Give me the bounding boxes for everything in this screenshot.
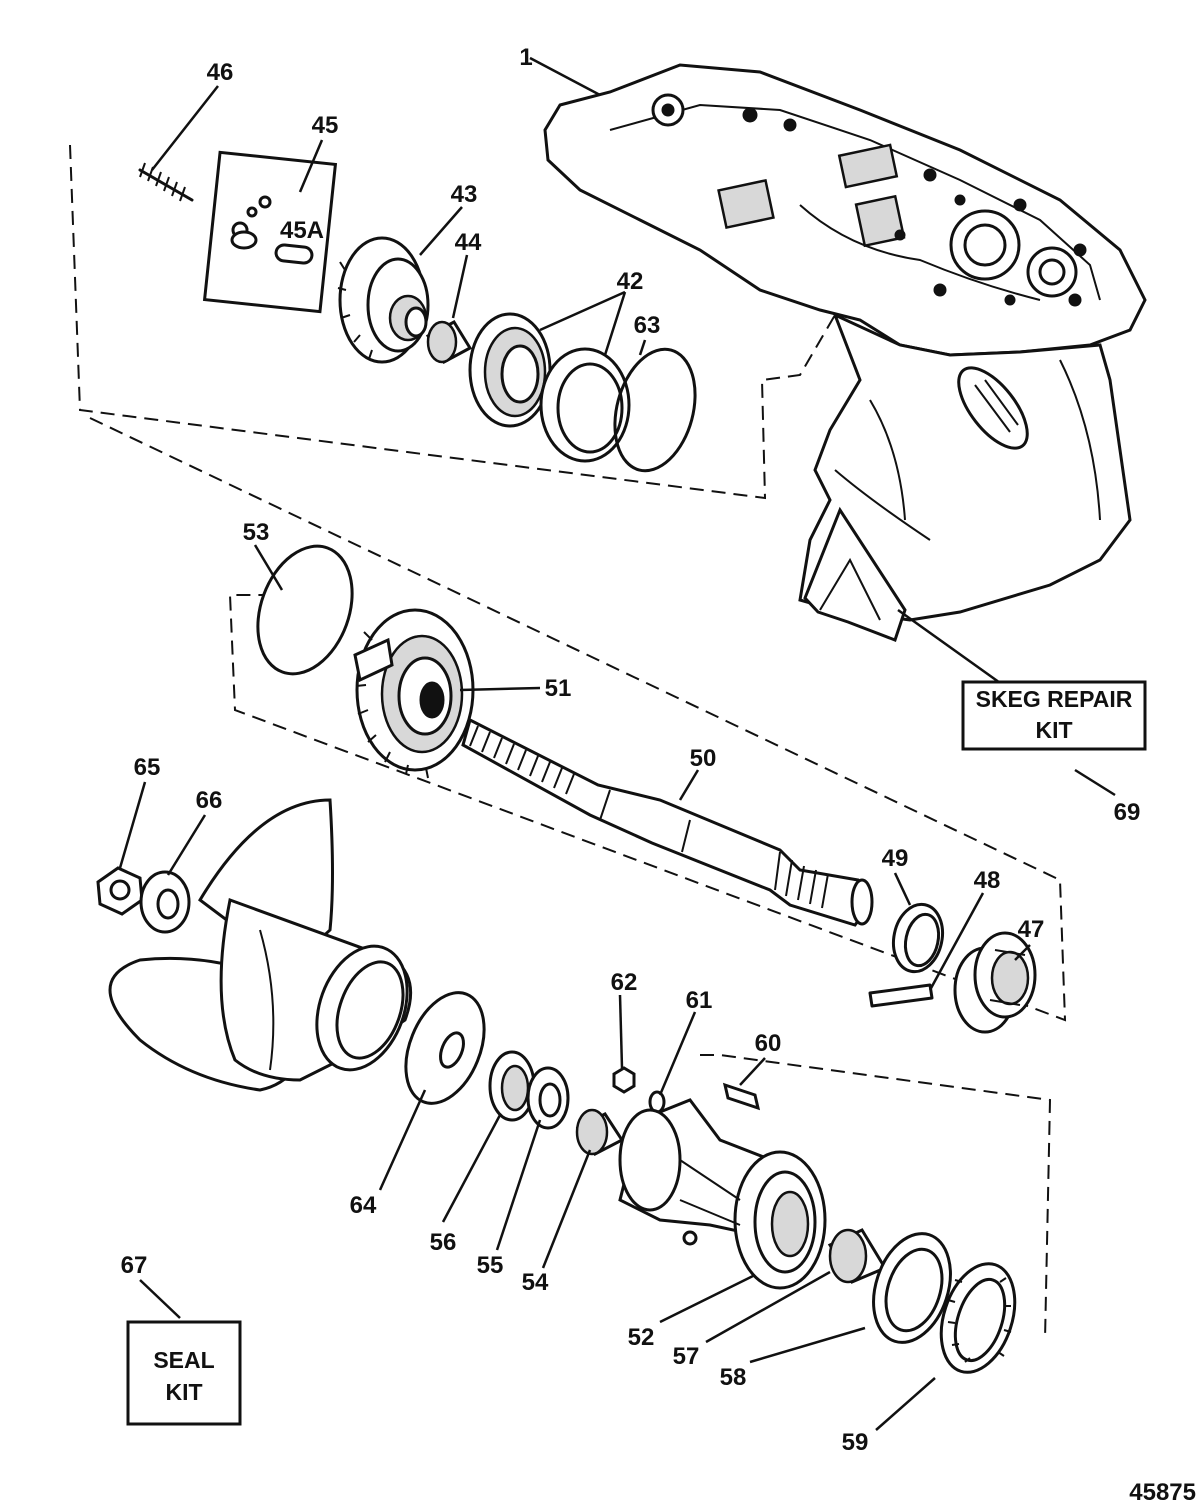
part-62-drawing (612, 1066, 636, 1094)
part-label-63: 63 (634, 312, 661, 339)
gear-housing (543, 63, 1147, 642)
part-label-57: 57 (673, 1343, 700, 1370)
part-57-drawing (827, 1228, 888, 1284)
part-label-45: 45 (312, 112, 339, 139)
drawing-number: 45875 (1129, 1479, 1196, 1506)
part-label-46: 46 (207, 59, 234, 86)
part-44-drawing (425, 320, 473, 364)
skeg-repair-kit-box: SKEG REPAIR KIT (961, 680, 1147, 751)
part-label-44: 44 (455, 229, 482, 256)
part-42-drawing (468, 312, 631, 463)
part-59-drawing (939, 1262, 1017, 1374)
group-outline-upper (69, 144, 836, 500)
part-45-drawing (202, 150, 338, 314)
part-label-64: 64 (350, 1192, 377, 1219)
part-label-43: 43 (451, 181, 478, 208)
part-label-60: 60 (755, 1030, 782, 1057)
part-56-drawing (488, 1050, 536, 1122)
part-label-55: 55 (477, 1252, 504, 1279)
part-label-65: 65 (134, 754, 161, 781)
part-label-50: 50 (690, 745, 717, 772)
part-label-56: 56 (430, 1229, 457, 1256)
part-51-drawing (353, 608, 475, 779)
propeller-drawing (108, 798, 413, 1092)
part-label-58: 58 (720, 1364, 747, 1391)
part-label-66: 66 (196, 787, 223, 814)
group-outline-lower (700, 1054, 1052, 1341)
part-label-47: 47 (1018, 916, 1045, 943)
part-label-42: 42 (617, 268, 644, 295)
part-48-drawing (868, 983, 934, 1008)
part-53-drawing (256, 544, 354, 676)
part-label-52: 52 (628, 1324, 655, 1351)
part-labels: 1 46 45 45A 43 44 42 63 53 51 50 49 48 4… (121, 44, 1141, 1456)
leader-lines (118, 56, 1116, 1431)
skeg-kit-line2: KIT (1035, 717, 1072, 743)
part-63-drawing (613, 347, 697, 473)
part-label-69: 69 (1114, 799, 1141, 826)
part-55-drawing (526, 1066, 570, 1130)
seal-kit-line2: KIT (165, 1379, 202, 1405)
part-50-drawing (461, 717, 874, 927)
part-49-drawing (891, 902, 945, 974)
part-label-61: 61 (686, 987, 713, 1014)
part-46-drawing (138, 162, 194, 202)
seal-kit-line1: SEAL (153, 1347, 214, 1373)
part-label-59: 59 (842, 1429, 869, 1456)
part-47-drawing (953, 931, 1037, 1034)
part-60-drawing (722, 1082, 761, 1111)
part-label-54: 54 (522, 1269, 549, 1296)
part-52-drawing (618, 1098, 827, 1290)
part-label-48: 48 (974, 867, 1001, 894)
part-label-53: 53 (243, 519, 270, 546)
part-43-drawing (337, 236, 430, 364)
group-outline-middle (89, 417, 1067, 1022)
skeg-kit-line1: SKEG REPAIR (976, 686, 1133, 712)
part-label-45a: 45A (280, 217, 324, 244)
part-58-drawing (872, 1232, 952, 1344)
part-label-1: 1 (519, 44, 532, 71)
part-65-drawing (96, 866, 144, 916)
part-64-drawing (404, 991, 486, 1105)
part-label-67: 67 (121, 1252, 148, 1279)
part-66-drawing (139, 870, 191, 934)
seal-kit-box: SEAL KIT (126, 1320, 242, 1426)
part-label-51: 51 (545, 675, 572, 702)
part-54-drawing (575, 1108, 625, 1156)
part-label-62: 62 (611, 969, 638, 996)
part-label-49: 49 (882, 845, 909, 872)
